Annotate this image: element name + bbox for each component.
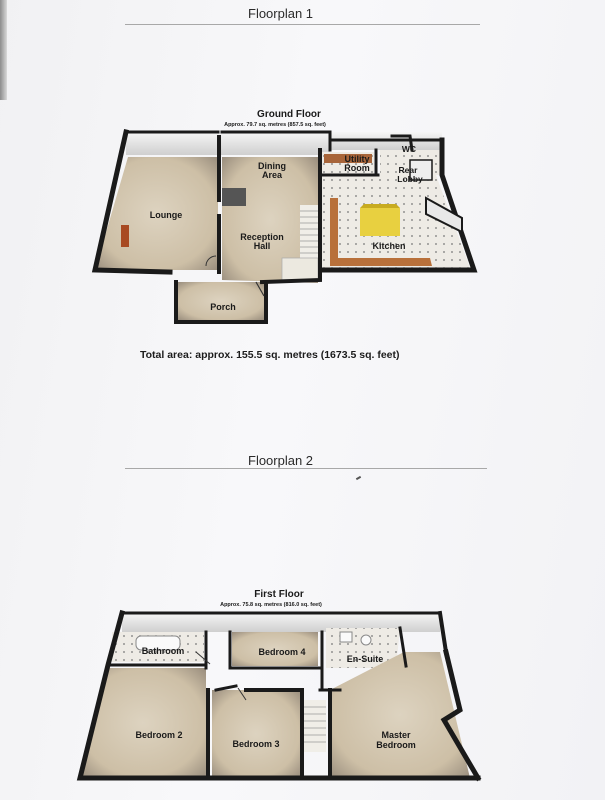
bathroom-door	[195, 651, 211, 665]
kitchen-counter-left	[330, 198, 338, 264]
porch-door	[255, 281, 265, 297]
utility-counter	[324, 154, 372, 163]
label-wc: WC	[402, 144, 416, 154]
label-kitchen: Kitchen	[372, 241, 405, 251]
label-en-suite: En-Suite	[347, 654, 384, 664]
ground-back-wall-face	[126, 132, 330, 155]
kitchen-counter-bottom	[330, 258, 432, 266]
label-bedroom-2: Bedroom 2	[135, 730, 182, 740]
label-rear-lobby-1: Rear	[399, 165, 419, 175]
kitchen-island-top	[360, 204, 400, 208]
label-master-1: Master	[381, 730, 411, 740]
bath-tub	[135, 635, 181, 651]
kitchen-window-bay	[425, 196, 463, 234]
first-walls	[76, 609, 482, 782]
en-suite-toilet	[339, 631, 353, 643]
first-floor-plan	[76, 609, 482, 782]
page-edge-shadow	[0, 0, 7, 100]
label-master-2: Bedroom	[376, 740, 416, 750]
label-dining-1: Dining	[258, 161, 286, 171]
floorplan-1-title: Floorplan 1	[248, 6, 314, 21]
first-back-wall-face	[122, 613, 440, 632]
label-porch: Porch	[210, 302, 236, 312]
lounge-fireplace	[121, 225, 129, 247]
total-area-note: Total area: approx. 155.5 sq. metres (16…	[140, 349, 400, 361]
master-bedroom-floor	[330, 652, 470, 778]
label-reception-1: Reception	[240, 232, 284, 242]
bedroom-3-floor	[212, 690, 300, 778]
room-labels: Ground Floor Approx. 79.7 sq. metres (85…	[135, 109, 423, 750]
lounge-door-swing	[205, 255, 217, 267]
porch-floor	[178, 282, 264, 320]
label-lounge: Lounge	[150, 210, 183, 220]
first-floor-title: First Floor	[254, 589, 304, 600]
bedroom-4-floor	[232, 632, 318, 666]
label-reception-2: Hall	[254, 241, 271, 251]
first-floor-area: Approx. 75.8 sq. metres (816.0 sq. feet)	[220, 602, 322, 608]
floorplan-2-rule	[125, 468, 487, 469]
label-bedroom-3: Bedroom 3	[232, 739, 279, 749]
hall-cupboard	[222, 188, 246, 206]
floorplan-2-title: Floorplan 2	[248, 453, 314, 468]
ground-floor-area: Approx. 79.7 sq. metres (857.5 sq. feet)	[224, 122, 326, 128]
label-rear-lobby-2: Lobby	[397, 174, 423, 184]
floorplan-1-rule	[125, 24, 480, 25]
first-staircase	[304, 700, 326, 752]
bedroom-2-floor	[80, 668, 206, 778]
kitchen-island	[360, 208, 400, 236]
label-dining-2: Area	[262, 170, 283, 180]
label-utility-1: Utility	[344, 154, 369, 164]
bedroom-3-door	[237, 687, 247, 701]
ground-floor-title: Ground Floor	[257, 109, 321, 120]
wc-fixture	[409, 159, 433, 181]
label-bathroom: Bathroom	[142, 646, 185, 656]
label-utility-2: Room	[344, 163, 370, 173]
label-bedroom-4: Bedroom 4	[258, 647, 305, 657]
en-suite-basin	[360, 634, 372, 646]
ground-floor-plan	[91, 129, 478, 324]
